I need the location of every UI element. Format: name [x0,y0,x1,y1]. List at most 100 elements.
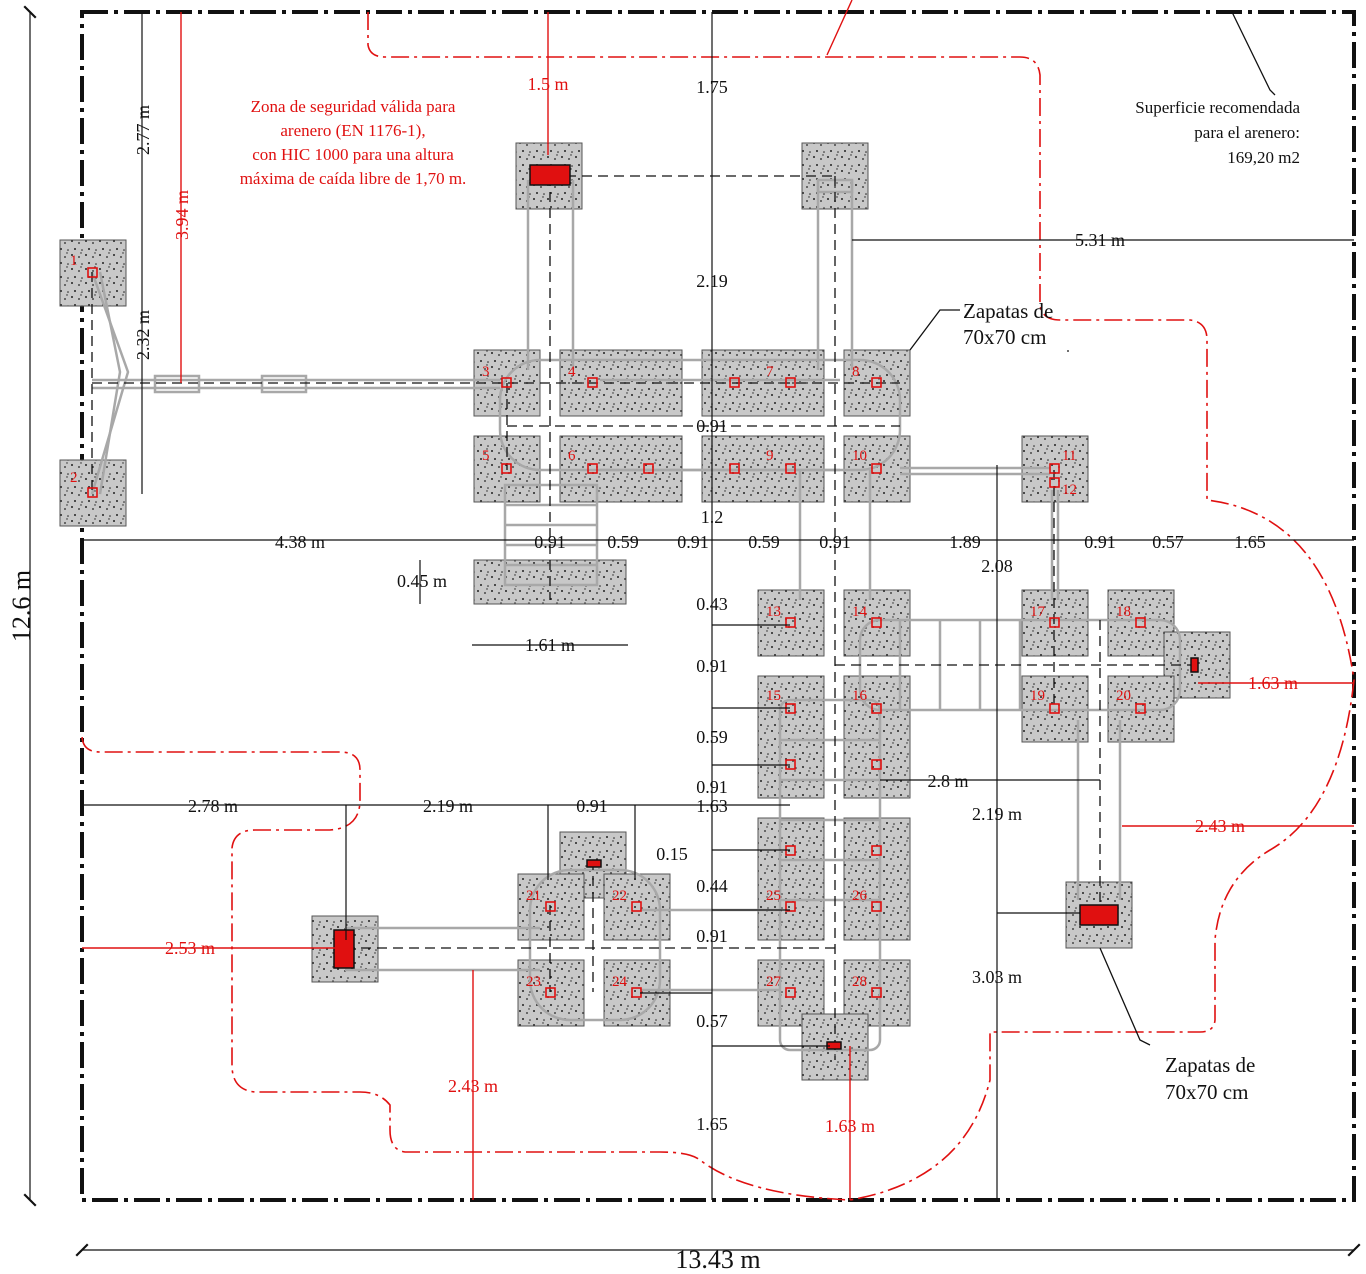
dim-label: 2.08 [981,556,1013,576]
svg-text:169,20 m2: 169,20 m2 [1227,148,1300,167]
svg-text:70x70 cm: 70x70 cm [963,325,1046,349]
dim-label: 0.57 [696,1011,728,1031]
svg-text:con HIC 1000 para una altura: con HIC 1000 para una altura [252,145,454,164]
footing-number: 26 [852,888,868,904]
svg-text:Zona de seguridad válida para: Zona de seguridad válida para [251,97,456,116]
footing-number: 6 [568,448,576,464]
dim-label: 5.31 m [1075,230,1125,250]
footing [517,873,585,941]
dim-label: 0.91 [1084,532,1116,552]
dim-label: 0.91 [696,926,728,946]
dimension-lines [23,5,1361,1257]
svg-text:70x70 cm: 70x70 cm [1165,1080,1248,1104]
dim-label: 0.43 [696,594,728,614]
footing-number: 19 [1030,688,1045,704]
footing-number: 27 [766,974,782,990]
dim-label: 0.91 [576,796,608,816]
dim-label: 0.15 [656,844,688,864]
footing [757,817,825,941]
footing-number: 16 [852,688,868,704]
footing-number: 11 [1062,448,1076,464]
footing-number: 15 [766,688,781,704]
dim-label: 2.77 m [133,105,153,155]
svg-text:Superficie recomendada: Superficie recomendada [1135,98,1300,117]
footing-number: 9 [766,448,774,464]
red-dim-label: 2.43 m [1195,816,1245,836]
play-equipment [90,178,1182,1052]
dim-label: 0.59 [748,532,780,552]
dim-label: 0.91 [819,532,851,552]
footings [59,142,1231,1081]
dim-label: 0.44 [696,876,728,896]
footing-number: 10 [852,448,867,464]
dim-label: 0.91 [696,777,728,797]
red-dim-label: 1.63 m [1248,673,1298,693]
dim-label: 0.91 [696,656,728,676]
dim-label: 1.2 [701,507,724,527]
red-dim-label: 2.43 m [448,1076,498,1096]
overall-width: 13.43 m [675,1245,760,1274]
footing-number: 17 [1030,604,1046,620]
svg-text:para el arenero:: para el arenero: [1194,123,1300,142]
svg-text:arenero (EN 1176-1),: arenero (EN 1176-1), [280,121,425,140]
footing-number: 2 [70,470,78,486]
dim-label: 0.45 m [397,571,447,591]
footing [843,817,911,941]
footing [757,589,825,657]
dimension-labels: 13.43 m 12.6 m 2.77 m 2.32 m 1.75 2.19 5… [7,74,1298,1274]
footing-number: 7 [766,364,774,380]
red-dim-label: 1.5 m [527,74,568,94]
red-dim-label: 2.53 m [165,938,215,958]
centerlines [91,175,1195,1060]
footing-number: 20 [1116,688,1131,704]
footing-number: 5 [482,448,490,464]
leader-lines [909,11,1276,1046]
dim-label: 1.89 [949,532,981,552]
dim-label: 1.75 [696,77,728,97]
footing-number: 22 [612,888,627,904]
overall-height: 12.6 m [7,570,36,642]
dim-label: 1.65 [1234,532,1266,552]
dim-label: 4.38 m [275,532,325,552]
footing-number: 12 [1062,482,1077,498]
footing-number: 14 [852,604,868,620]
dim-label: 0.59 [696,727,728,747]
surface-note: Superficie recomendada para el arenero: … [1135,98,1300,167]
footings-note-top: Zapatas de 70x70 cm [963,299,1053,349]
post-bases [333,164,1199,1050]
dim-label: 2.19 m [423,796,473,816]
footing-number: 24 [612,974,628,990]
footing-number: 21 [526,888,541,904]
footing-number: 13 [766,604,781,620]
dim-label: 2.19 [696,271,728,291]
dim-label: 2.19 m [972,804,1022,824]
footing-number: 1 [70,253,78,269]
dim-label: 0.91 [677,532,709,552]
footing-number: 4 [568,364,576,380]
dim-label: 1.63 [696,796,728,816]
red-dim-label: 3.94 m [172,190,192,240]
svg-text:Zapatas de: Zapatas de [1165,1053,1255,1077]
safety-zone-outline [81,12,1355,1201]
footing [1021,589,1089,657]
dim-label: 3.03 m [972,967,1022,987]
footing [1107,589,1175,657]
safety-zone-note: Zona de seguridad válida para arenero (E… [240,97,467,188]
svg-text:máxima de caída libre de 1,70: máxima de caída libre de 1,70 m. [240,169,467,188]
dim-label: 2.8 m [927,771,968,791]
dim-label: 1.61 m [525,635,575,655]
dim-label: 0.91 [696,416,728,436]
footing-number: 8 [852,364,860,380]
footing-number: 23 [526,974,541,990]
red-dim-label: 1.63 m [825,1116,875,1136]
dim-label: 1.65 [696,1114,728,1134]
footing-number: 3 [482,364,490,380]
dim-label: 2.32 m [133,310,153,360]
dim-label: 0.59 [607,532,639,552]
footing-number: 25 [766,888,781,904]
footing-number: 28 [852,974,867,990]
footing [757,675,825,799]
dim-label: 0.91 [534,532,566,552]
footing-numbers: 1 2 3 4 5 6 7 8 9 10 11 12 13 14 15 16 1… [70,253,1131,990]
